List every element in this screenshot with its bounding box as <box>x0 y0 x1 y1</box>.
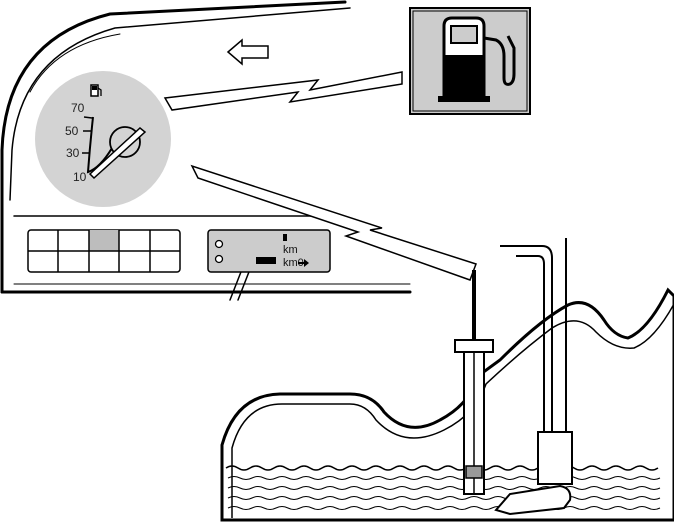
fuel-line-outer <box>500 245 553 432</box>
odometer-segment <box>256 257 276 264</box>
fuel-pump-strainer <box>494 484 572 516</box>
fuel-pump-body <box>537 431 573 485</box>
gauge-scale-label: 10 <box>73 170 87 184</box>
fuel-tank-body <box>220 287 674 522</box>
fuel-surface <box>225 465 659 471</box>
signal-bolt-upper <box>163 71 403 111</box>
fuel-pump-icon <box>90 84 102 97</box>
cluster-inner-edge <box>9 7 351 201</box>
cluster-inner-edge-2 <box>29 33 121 93</box>
odometer-marker <box>283 234 287 241</box>
gauge-needle <box>88 127 147 180</box>
left-arrow-icon <box>226 38 269 66</box>
warning-light-grid <box>27 229 181 273</box>
odometer-total-unit: km <box>283 244 298 256</box>
instrument-cluster <box>0 0 412 301</box>
cluster-outer-edge <box>0 0 347 294</box>
gauge-scale-label: 70 <box>71 101 85 115</box>
fuel-level-sensor <box>454 270 494 495</box>
odometer-trip-arrow <box>298 259 309 267</box>
fuel-pump-icon <box>438 16 516 102</box>
fuel-line-inner <box>516 255 545 432</box>
odometer-trip-unit: km0 <box>283 257 304 269</box>
sensor-float <box>465 465 483 479</box>
fuel-body-waves <box>227 476 661 510</box>
gauge-scale-label: 50 <box>65 124 79 138</box>
gauge-face <box>35 71 171 207</box>
signal-bolt-lower <box>190 164 477 281</box>
fuel-tank <box>220 287 674 522</box>
fuel-warning-panel <box>409 7 531 115</box>
fuel-pump-module <box>494 238 573 516</box>
fuel-gauge: 70 50 30 10 <box>35 71 171 207</box>
gauge-tick <box>83 116 93 119</box>
odometer-display: km km0 <box>207 229 331 273</box>
gauge-scale-arc <box>86 116 113 174</box>
odometer-button <box>214 254 224 264</box>
sensor-cap <box>454 339 494 353</box>
odometer-button <box>214 239 224 249</box>
gauge-scale-label: 30 <box>66 146 80 160</box>
